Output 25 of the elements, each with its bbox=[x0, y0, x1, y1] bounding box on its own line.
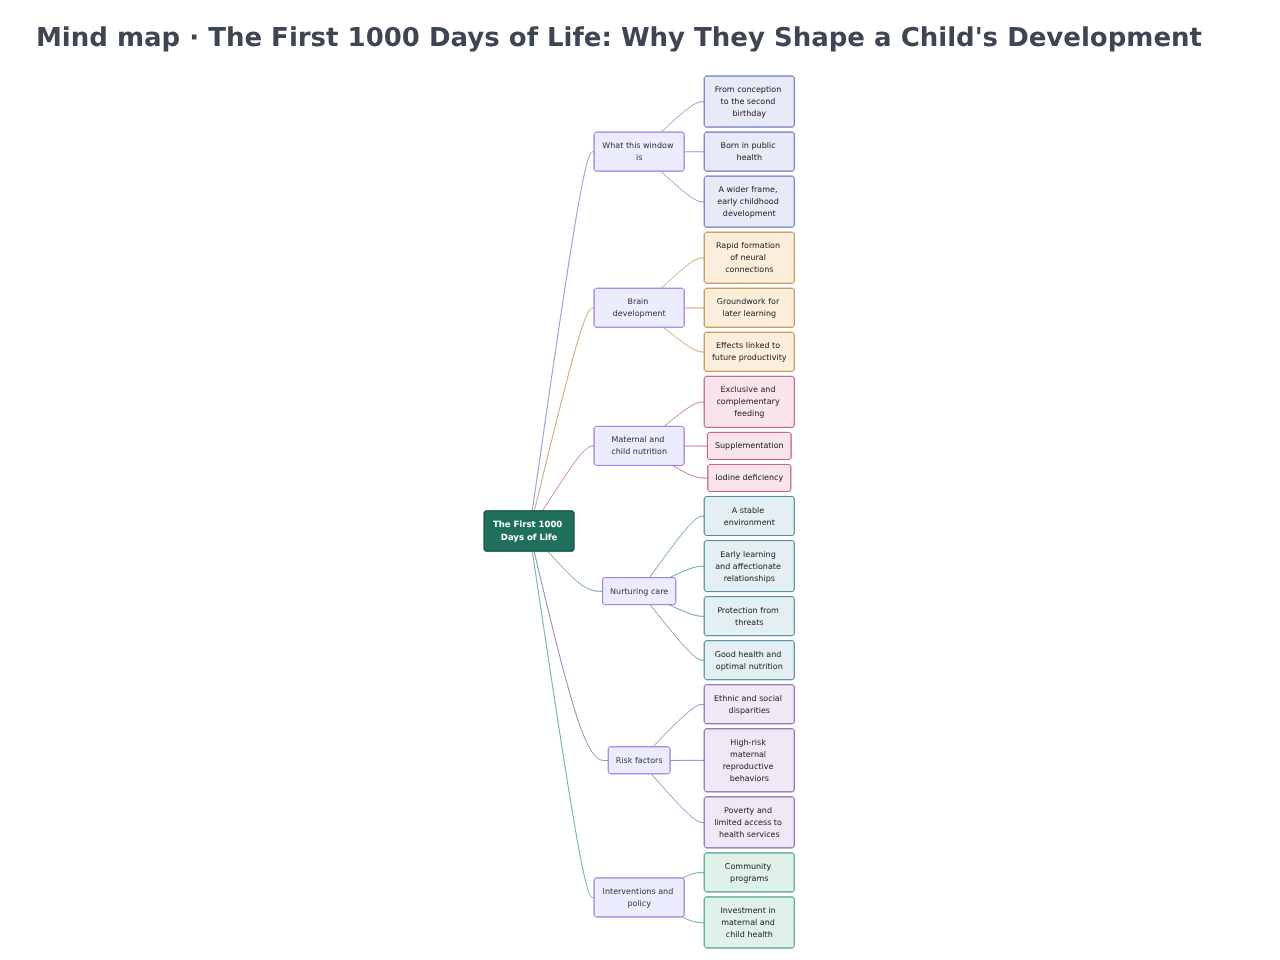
connector bbox=[673, 465, 710, 479]
connector bbox=[682, 872, 706, 879]
connector bbox=[661, 171, 706, 203]
connector bbox=[682, 916, 706, 924]
connector bbox=[664, 401, 706, 428]
connector bbox=[684, 151, 706, 153]
connector bbox=[670, 759, 706, 761]
connector bbox=[649, 515, 706, 579]
connector bbox=[661, 101, 706, 133]
connector bbox=[651, 773, 706, 823]
connector bbox=[684, 445, 709, 447]
connector bbox=[542, 445, 596, 512]
connector bbox=[532, 151, 596, 512]
connector bbox=[664, 327, 706, 353]
connector bbox=[532, 551, 596, 899]
connector bbox=[548, 551, 605, 592]
connector bbox=[653, 704, 706, 748]
connector bbox=[534, 551, 610, 761]
diagram-title: Mind map · The First 1000 Days of Life: Why They Shape a Child's Development bbox=[36, 24, 1202, 54]
connector bbox=[661, 257, 706, 289]
connector bbox=[650, 604, 706, 661]
connector bbox=[534, 307, 596, 512]
connector bbox=[669, 604, 706, 617]
connector bbox=[669, 565, 706, 579]
connector bbox=[684, 307, 706, 309]
